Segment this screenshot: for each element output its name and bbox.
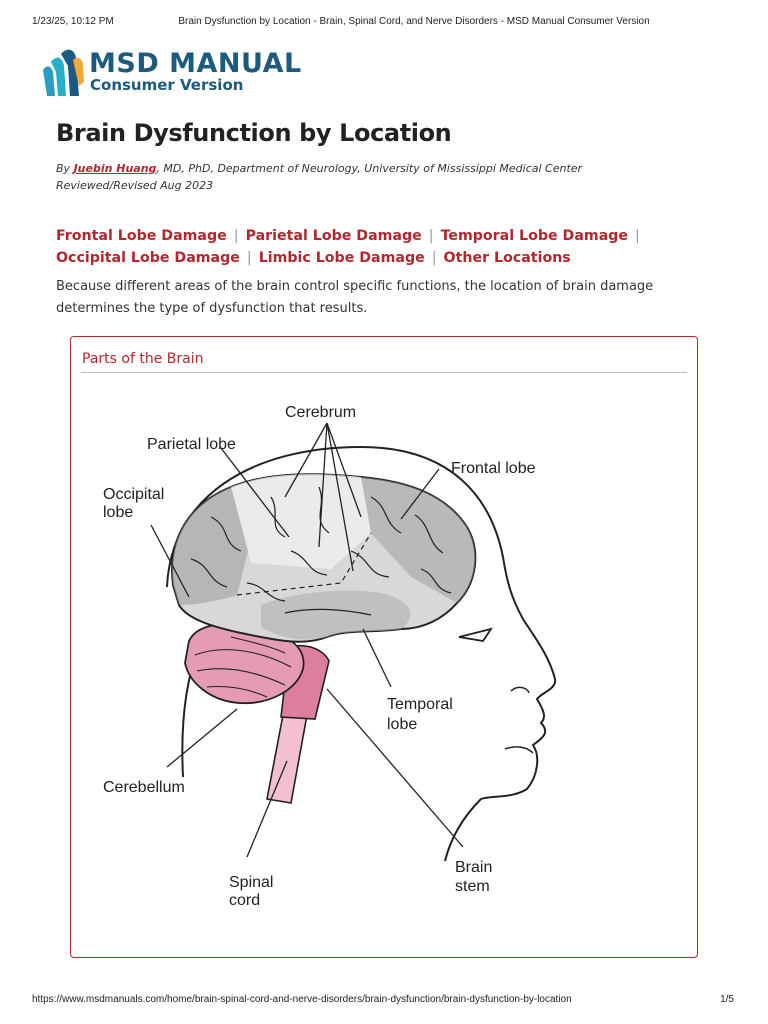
figure-divider [81,372,687,373]
msd-manual-logo[interactable]: MSD MANUAL Consumer Version [37,46,317,102]
label-temporal-2: lobe [387,716,417,733]
label-parietal-lobe: Parietal lobe [147,436,236,453]
toc-link-temporal-lobe[interactable]: Temporal Lobe Damage [440,228,629,244]
toc-link-limbic-lobe[interactable]: Limbic Lobe Damage [258,250,425,266]
toc-link-other-locations[interactable]: Other Locations [443,250,571,266]
print-date: 1/23/25, 10:12 PM [32,16,114,27]
msd-logo-icon [43,49,84,96]
label-brain-stem-1: Brain [455,859,492,876]
label-spinal-2: cord [229,892,260,909]
label-frontal-lobe: Frontal lobe [451,460,536,477]
parietal-lobe-shade [231,474,371,569]
toc-link-occipital-lobe[interactable]: Occipital Lobe Damage [56,250,240,266]
toc-link-parietal-lobe[interactable]: Parietal Lobe Damage [245,228,422,244]
figure-parts-of-the-brain[interactable]: Parts of the Brain Cerebrum Pariet [70,336,698,958]
toc-link-frontal-lobe[interactable]: Frontal Lobe Damage [56,228,227,244]
occipital-lobe-shade [172,487,249,605]
print-url: https://www.msdmanuals.com/home/brain-sp… [32,994,572,1005]
toc-separator: | [246,250,252,266]
page-title: Brain Dysfunction by Location [56,119,452,147]
figure-title: Parts of the Brain [82,351,204,367]
brand-name: MSD MANUAL [89,48,302,79]
temporal-lobe-shade [261,590,411,640]
brand-edition: Consumer Version [90,76,244,94]
spinal-cord [266,714,308,804]
author-link[interactable]: Juebin Huang [73,162,157,175]
label-cerebrum: Cerebrum [285,404,356,421]
reviewed-date: Reviewed/Revised Aug 2023 [56,179,214,192]
label-brain-stem-2: stem [455,878,490,895]
label-temporal-1: Temporal [387,696,453,713]
brain-illustration: Cerebrum Parietal lobe Frontal lobe Occi… [103,404,557,909]
mouth [504,746,534,754]
toc-separator: | [428,228,434,244]
nostril [510,686,530,694]
section-nav: Frontal Lobe Damage | Parietal Lobe Damage… [56,225,716,269]
author-credentials: , MD, PhD, Department of Neurology, Univ… [156,162,583,175]
eye-outline [458,627,494,642]
head-outline [166,445,557,862]
byline-prefix: By [56,162,71,175]
print-footer: https://www.msdmanuals.com/home/brain-sp… [32,994,736,1005]
label-occipital-1: Occipital [103,486,164,503]
label-occipital-2: lobe [103,504,133,521]
label-spinal-1: Spinal [229,874,273,891]
frontal-lobe-shade [361,477,476,603]
print-document-title: Brain Dysfunction by Location - Brain, S… [178,16,650,27]
intro-paragraph: Because different areas of the brain con… [56,279,654,316]
pointer-lines [150,422,464,858]
toc-separator: | [233,228,239,244]
toc-separator: | [431,250,437,266]
page-number: 1/5 [720,994,734,1005]
toc-separator: | [635,228,640,244]
label-cerebellum: Cerebellum [103,779,185,796]
byline: By Juebin Huang, MD, PhD, Department of … [56,162,582,175]
